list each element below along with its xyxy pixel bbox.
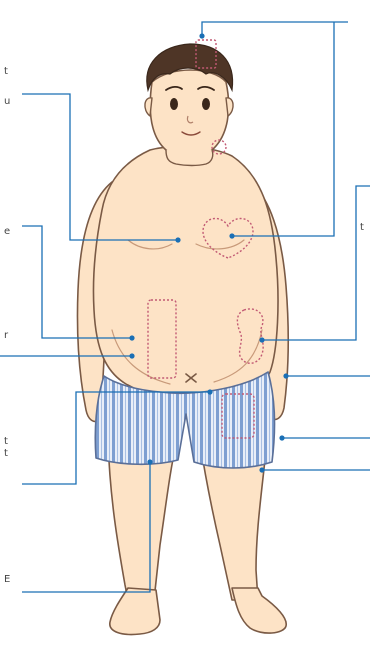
edge-glyph-left-7: E: [4, 574, 10, 586]
edge-glyph-left-4: r: [4, 330, 8, 342]
right-foot: [232, 588, 286, 633]
edge-glyph-left-6: t: [4, 448, 8, 460]
torso: [93, 147, 278, 402]
edge-glyph-right-1: t: [360, 222, 364, 234]
edge-glyph-left-2: u: [4, 96, 10, 108]
face: [150, 70, 228, 158]
right-ear: [226, 98, 233, 116]
edge-glyph-left-5: t: [4, 436, 8, 448]
feet: [110, 588, 286, 635]
edge-glyph-left-3: e: [4, 226, 10, 238]
left-foot: [110, 588, 160, 635]
edge-glyph-left-1: t: [4, 66, 8, 78]
neck: [166, 150, 213, 166]
left-ear: [145, 98, 152, 116]
leader-forehead: [202, 22, 348, 36]
